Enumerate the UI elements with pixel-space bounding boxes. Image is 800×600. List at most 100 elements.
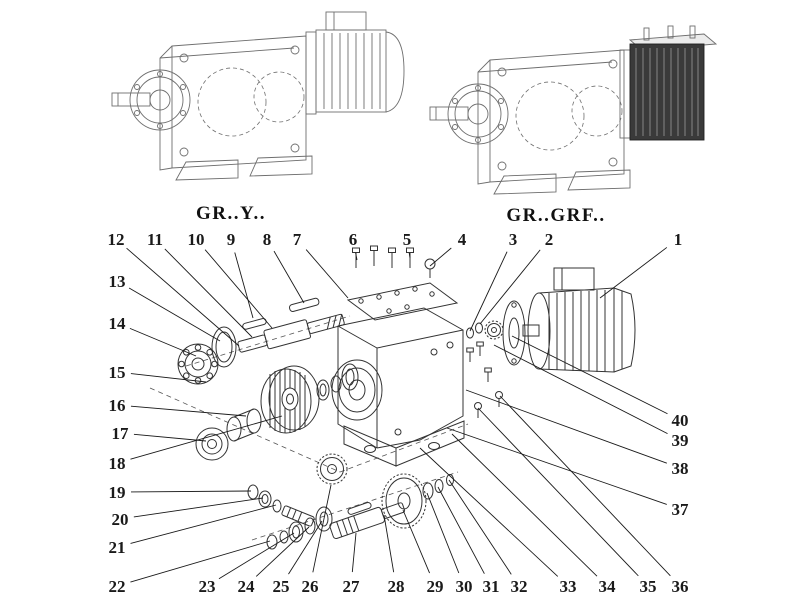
callout-1: 1 <box>599 230 683 299</box>
callout-number-8: 8 <box>263 230 272 249</box>
callout-15: 15 <box>109 363 207 383</box>
cover-gasket-ring <box>211 326 237 368</box>
housing-foot <box>395 420 465 467</box>
flange-bolts <box>474 391 503 418</box>
callout-number-25: 25 <box>273 577 290 596</box>
callout-number-13: 13 <box>109 272 126 291</box>
leader-line-35 <box>477 407 639 577</box>
callout-34: 34 <box>451 433 617 596</box>
callout-number-2: 2 <box>545 230 554 249</box>
callout-21: 21 <box>109 504 277 557</box>
motor-fan-cowl <box>613 287 636 373</box>
callout-number-26: 26 <box>302 577 319 596</box>
shaft-key-small <box>242 318 267 330</box>
callout-number-32: 32 <box>511 577 528 596</box>
leader-line-3 <box>469 251 508 332</box>
leader-line-12 <box>126 247 240 347</box>
callout-20: 20 <box>112 497 264 529</box>
callout-17: 17 <box>112 424 207 443</box>
callout-12: 12 <box>108 230 240 347</box>
gr-grf-motor-block <box>619 25 718 141</box>
callout-35: 35 <box>477 407 657 596</box>
gear-housing <box>331 307 465 467</box>
callout-number-27: 27 <box>343 577 361 596</box>
leader-line-20 <box>133 497 264 518</box>
gr-y-terminal-box <box>325 11 367 31</box>
output-shaft <box>329 501 406 540</box>
callout-32: 32 <box>448 479 528 596</box>
callout-number-4: 4 <box>458 230 467 249</box>
leader-line-30 <box>426 492 460 574</box>
callout-number-34: 34 <box>599 577 617 596</box>
callout-25: 25 <box>273 520 323 596</box>
gr-grf-output-shaft <box>429 106 469 121</box>
motor-flange-adapter <box>502 300 526 366</box>
leader-line-19 <box>130 490 252 493</box>
callout-number-40: 40 <box>672 411 689 430</box>
callout-4: 4 <box>429 230 467 267</box>
leader-line-33 <box>419 447 559 577</box>
callout-number-16: 16 <box>109 396 126 415</box>
leader-line-39 <box>493 344 668 435</box>
callout-number-18: 18 <box>109 454 126 473</box>
leader-line-29 <box>402 509 430 574</box>
callout-7: 7 <box>293 230 349 299</box>
callout-number-1: 1 <box>674 230 683 249</box>
callout-number-21: 21 <box>109 538 126 557</box>
callout-31: 31 <box>437 486 500 596</box>
variant-label-gr-grf: GR..GRF.. <box>506 205 605 226</box>
callout-number-39: 39 <box>672 431 689 450</box>
leader-line-13 <box>128 287 221 342</box>
gr-y-motor <box>305 11 405 115</box>
assembled-view-gr-y <box>111 11 405 181</box>
callout-number-36: 36 <box>672 577 689 596</box>
callout-number-14: 14 <box>109 314 127 333</box>
shaft-key-large <box>288 297 320 312</box>
leader-line-37 <box>446 427 667 505</box>
callout-number-28: 28 <box>388 577 405 596</box>
callout-6: 6 <box>349 230 358 261</box>
callout-number-37: 37 <box>672 500 690 519</box>
callout-number-12: 12 <box>108 230 125 249</box>
callout-number-19: 19 <box>109 483 126 502</box>
callout-number-29: 29 <box>427 577 444 596</box>
callout-9: 9 <box>227 230 254 319</box>
leader-line-14 <box>129 327 197 357</box>
leader-line-26 <box>312 484 332 573</box>
leader-line-5 <box>408 252 411 259</box>
callout-33: 33 <box>419 447 577 596</box>
callout-8: 8 <box>263 230 305 304</box>
gr-y-foot <box>249 155 313 177</box>
leader-line-34 <box>451 433 598 577</box>
callout-number-9: 9 <box>227 230 236 249</box>
callout-24: 24 <box>238 526 310 596</box>
callout-22: 22 <box>109 540 271 596</box>
callout-number-15: 15 <box>109 363 126 382</box>
motor-pinion <box>484 320 504 340</box>
callout-number-31: 31 <box>483 577 500 596</box>
leader-line-38 <box>465 389 668 464</box>
motor-shaft <box>522 324 540 337</box>
callout-40: 40 <box>511 335 689 430</box>
leader-line-10 <box>204 249 273 329</box>
gr-grf-gearbox-housing <box>429 49 631 195</box>
output-retainers <box>422 474 454 500</box>
callout-number-7: 7 <box>293 230 302 249</box>
gr-y-fan-cowl <box>385 31 405 113</box>
callout-36: 36 <box>499 395 689 596</box>
variant-label-gr-y: GR..Y.. <box>196 203 266 224</box>
callout-number-20: 20 <box>112 510 129 529</box>
leader-line-2 <box>479 249 541 325</box>
callout-number-10: 10 <box>188 230 205 249</box>
leader-line-24 <box>255 526 310 577</box>
assembled-view-gr-grf <box>429 25 718 195</box>
callout-number-33: 33 <box>560 577 577 596</box>
callout-number-30: 30 <box>456 577 473 596</box>
spacer-sleeve <box>226 408 262 442</box>
callout-18: 18 <box>109 415 283 473</box>
gr-y-output-shaft <box>111 92 151 107</box>
motor-mount-hardware <box>466 322 492 382</box>
callout-29: 29 <box>402 509 444 596</box>
leader-line-22 <box>130 540 271 583</box>
